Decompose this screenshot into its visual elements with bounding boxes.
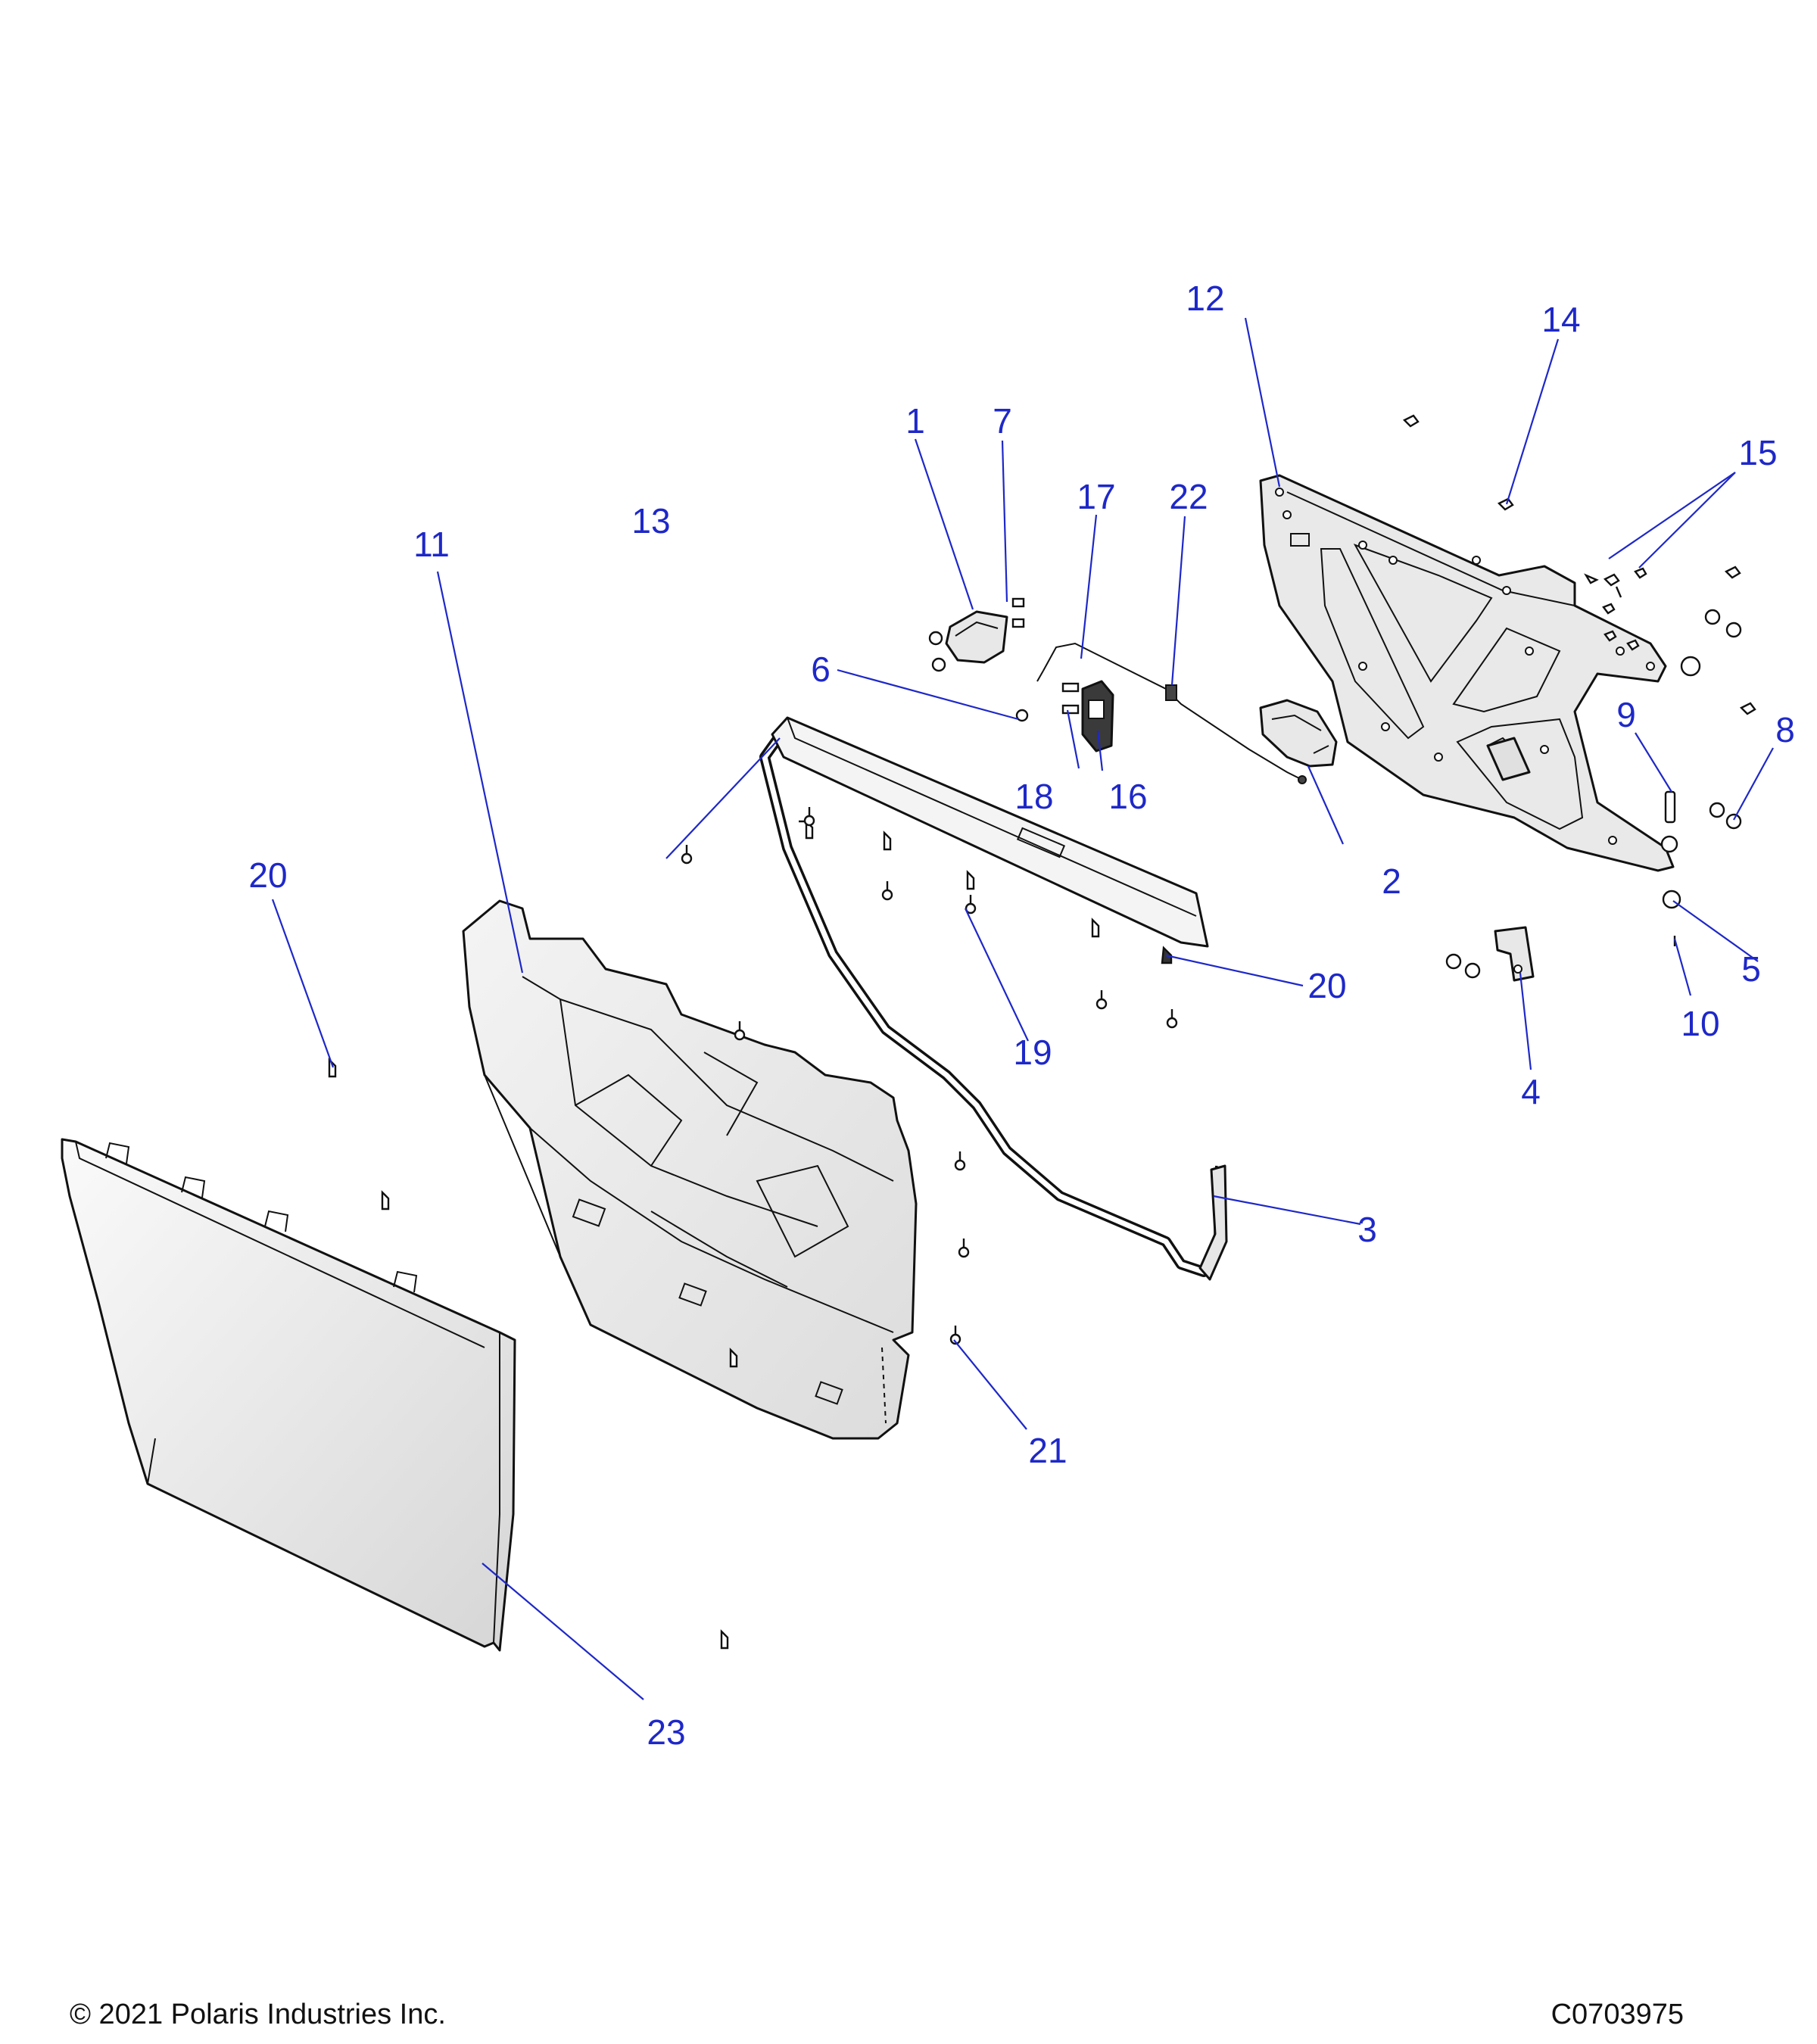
callout-18: 18 — [1014, 777, 1053, 816]
callout-10: 10 — [1681, 1004, 1719, 1043]
callout-14: 14 — [1541, 300, 1580, 339]
nut-group-frame — [928, 609, 1742, 979]
callout-22: 22 — [1169, 477, 1208, 516]
callout-labels: 1 7 17 22 12 14 15 13 11 6 18 16 2 9 8 5… — [248, 279, 1794, 1752]
callout-2: 2 — [1382, 862, 1401, 901]
callout-6: 6 — [811, 650, 831, 689]
exterior-handle — [1259, 699, 1338, 768]
callout-9: 9 — [1616, 695, 1636, 734]
frame-holes — [1275, 488, 1655, 845]
latch-cable — [1036, 642, 1307, 784]
door-seal — [759, 732, 1228, 1281]
bolts — [1011, 597, 1676, 946]
callout-13: 13 — [631, 501, 670, 541]
callout-23: 23 — [647, 1712, 685, 1752]
callout-8: 8 — [1775, 710, 1795, 749]
door-latch — [1081, 680, 1114, 752]
drawing-number: C0703975 — [1551, 1999, 1684, 2030]
door-frame — [1259, 474, 1675, 872]
hinge-bracket — [1494, 926, 1535, 982]
callout-3: 3 — [1357, 1210, 1377, 1249]
inner-door-liner — [462, 899, 918, 1440]
screw-pins — [681, 807, 1178, 1345]
callout-19: 19 — [1013, 1033, 1052, 1072]
callout-5: 5 — [1741, 949, 1761, 989]
callout-15: 15 — [1738, 433, 1777, 472]
panel-tabs — [105, 1142, 418, 1293]
callout-11: 11 — [413, 525, 450, 564]
callout-20-left: 20 — [248, 855, 287, 895]
fasteners — [328, 414, 1756, 1650]
callout-12: 12 — [1186, 279, 1224, 318]
outer-door-panel — [61, 1138, 516, 1652]
leader-lines — [271, 317, 1774, 1700]
upper-door-trim — [771, 716, 1209, 948]
copyright-notice: © 2021 Polaris Industries Inc. — [70, 1999, 446, 2030]
callout-20-right: 20 — [1307, 966, 1346, 1005]
callout-21: 21 — [1028, 1431, 1067, 1470]
interior-handle — [945, 610, 1008, 664]
callout-1: 1 — [905, 401, 925, 441]
callout-17: 17 — [1077, 477, 1115, 516]
callout-4: 4 — [1521, 1072, 1541, 1111]
lower-bracket — [1486, 737, 1531, 781]
push-clips — [328, 819, 1173, 1650]
callout-7: 7 — [993, 401, 1012, 441]
screw-group-frame — [1402, 414, 1756, 715]
callout-16: 16 — [1108, 777, 1147, 816]
